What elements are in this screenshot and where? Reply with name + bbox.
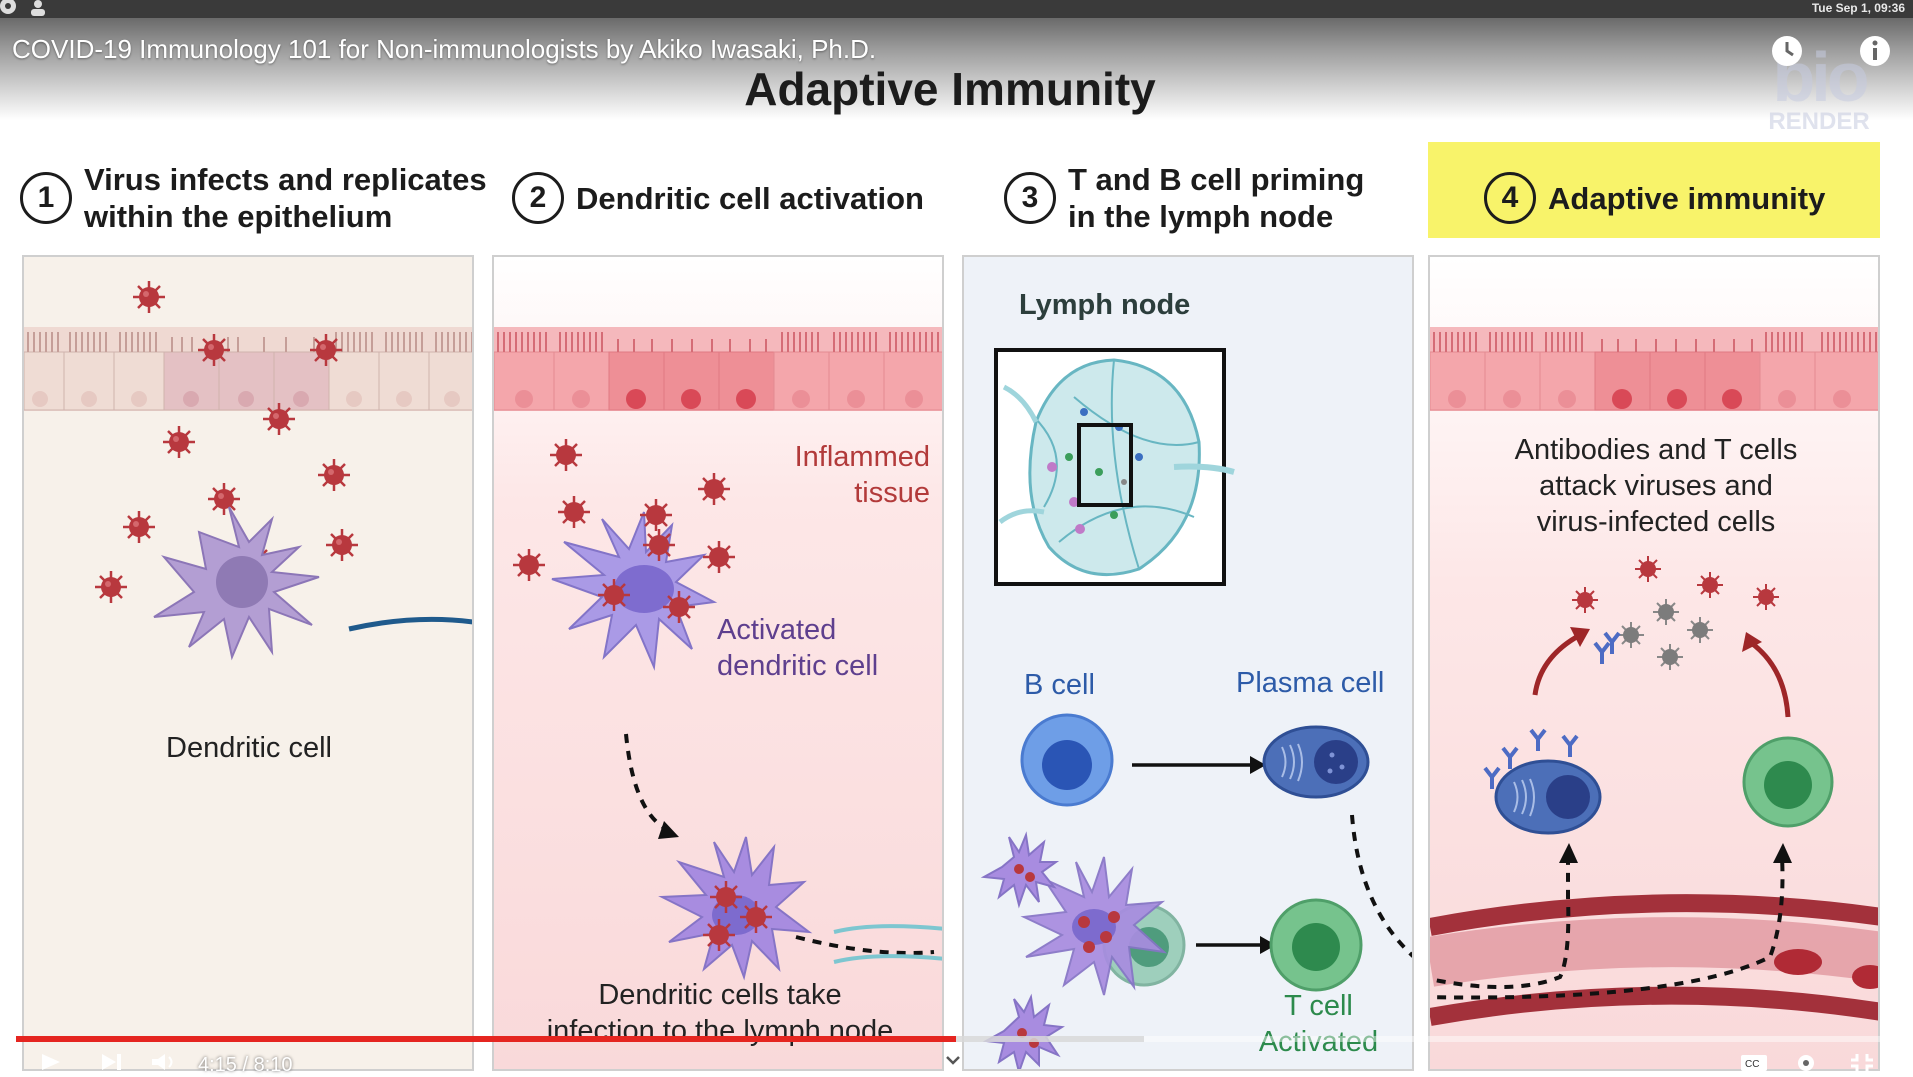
activated-t-cell (1269, 898, 1363, 992)
activated-label-line: Activated (717, 614, 837, 646)
info-icon[interactable] (1858, 34, 1892, 68)
caption-line: Antibodies and T cells (1514, 434, 1798, 466)
epithelium-illustration (24, 279, 472, 661)
step-label: in the lymph node (1068, 199, 1334, 234)
b-cell (1020, 713, 1114, 807)
video-title[interactable]: COVID-19 Immunology 101 for Non-immunolo… (12, 34, 877, 64)
t-cell-label: T cell Activated (1236, 988, 1401, 1060)
step-label: within the epithelium (84, 199, 393, 234)
caption-line: infection to the lymph node (546, 1015, 894, 1047)
step-number: 1 (20, 172, 72, 224)
progress-played (16, 1036, 956, 1042)
app-menu-icon[interactable] (0, 0, 20, 16)
system-clock: Tue Sep 1, 09:36 (1811, 1, 1905, 15)
small-dendritic-cell-bottom (982, 993, 1065, 1069)
video-header-overlay (0, 18, 1913, 138)
inflamed-epithelial-cells (494, 351, 942, 411)
cilia (497, 332, 939, 352)
plasma-cell (1262, 725, 1370, 799)
step-number: 4 (1484, 172, 1536, 224)
epithelial-cells (1430, 351, 1878, 411)
inflamed-label-line: Inflammed (794, 441, 930, 473)
activated-dendritic-label: Activated dendritic cell (717, 612, 878, 684)
progress-bar[interactable] (16, 1036, 1896, 1042)
lymph-node-illustration (980, 348, 1412, 1069)
slide-title: Adaptive Immunity (744, 63, 1156, 115)
small-dendritic-cell (980, 831, 1060, 909)
dc-t-cell-interaction (1020, 856, 1186, 996)
t-cell (1742, 736, 1834, 828)
activated-label-line: dendritic cell (717, 650, 879, 682)
caption-line: Dendritic cells take (598, 979, 842, 1011)
step-number: 3 (1004, 172, 1056, 224)
panel-adaptive-immunity: Antibodies and T cells attack viruses an… (1428, 255, 1880, 1071)
system-top-bar: Tue Sep 1, 09:36 (0, 0, 1913, 18)
chevron-down-icon[interactable] (942, 1052, 972, 1071)
step-2-header: 2 Dendritic cell activation (512, 160, 924, 236)
next-icon[interactable] (98, 1052, 128, 1071)
step-label: Adaptive immunity (1548, 180, 1826, 216)
red-blood-cell (1774, 949, 1822, 975)
play-icon[interactable] (38, 1052, 68, 1071)
settings-gear-icon[interactable] (1792, 1052, 1822, 1071)
volume-icon[interactable] (150, 1052, 180, 1071)
dendritic-cell-shape (153, 506, 320, 661)
adaptive-immunity-illustration (1430, 327, 1878, 1026)
caption-line: virus-infected cells (1536, 506, 1776, 538)
lymph-node-label: Lymph node (1019, 289, 1191, 321)
t-cell-label-line: Activated (1258, 1026, 1379, 1058)
step-label: Dendritic cell activation (576, 180, 924, 216)
t-cell-label-line: T cell (1284, 990, 1353, 1022)
exit-fullscreen-icon[interactable] (1848, 1052, 1878, 1071)
panel-dendritic-activation: Inflammed tissue Activated dendritic cel… (492, 255, 944, 1071)
activation-illustration (494, 327, 942, 981)
plasma-cell-label: Plasma cell (1236, 667, 1385, 699)
cilia (1433, 332, 1877, 352)
migrating-dendritic-cell-shape (658, 836, 813, 981)
cilia (27, 332, 472, 352)
lymph-node-shape (998, 358, 1235, 577)
captions-icon[interactable]: CC (1740, 1052, 1770, 1071)
adaptive-caption: Antibodies and T cells attack viruses an… (1450, 432, 1862, 540)
user-icon[interactable] (28, 0, 48, 16)
plasma-cell (1494, 759, 1602, 835)
b-cell-label: B cell (1024, 669, 1095, 701)
activated-dendritic-cell-shape (551, 511, 718, 671)
caption-line: attack viruses and (1539, 470, 1773, 502)
panel-epithelium: Dendritic cell (22, 255, 474, 1071)
time-display: 4:15 / 8:10 (198, 1054, 293, 1076)
lymphatic-vessel (833, 924, 942, 964)
blood-vessel-wall (1430, 894, 1878, 936)
inflamed-label-line: tissue (854, 477, 930, 509)
step-label: T and B cell priming (1068, 162, 1365, 197)
panel-lymph-node: Lymph node B cell Plasma cell T cell Act… (962, 255, 1414, 1071)
step-label: Virus infects and replicates (84, 162, 487, 197)
step-number: 2 (512, 172, 564, 224)
svg-text:CC: CC (1745, 1059, 1759, 1070)
watch-later-icon[interactable] (1770, 34, 1804, 68)
step-4-header: 4 Adaptive immunity (1484, 160, 1825, 236)
epithelial-cells (24, 351, 472, 411)
dendritic-cell-label: Dendritic cell (166, 732, 332, 764)
inflamed-tissue-label: Inflammed tissue (795, 439, 930, 511)
